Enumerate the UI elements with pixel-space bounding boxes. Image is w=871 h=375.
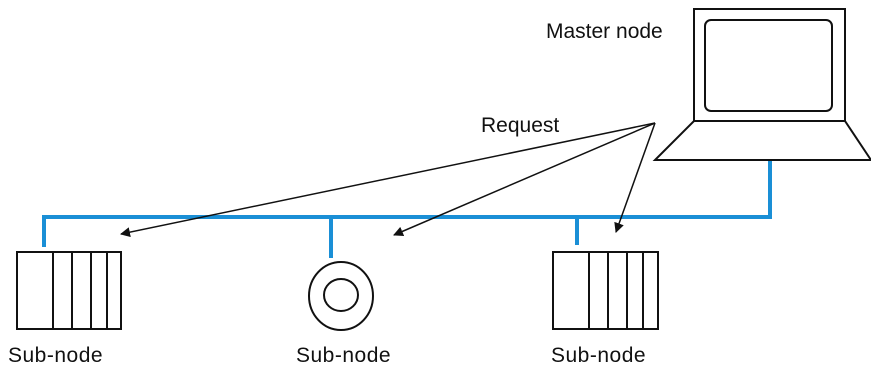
plc-rack-icon	[552, 251, 659, 330]
sub-node-label-2: Sub-node	[296, 344, 392, 367]
disc-device-icon	[308, 261, 374, 331]
laptop-base	[652, 120, 871, 161]
bus-main-line	[42, 160, 772, 247]
request-arrow-sub2	[393, 122, 656, 237]
laptop-icon	[652, 8, 871, 161]
sub-node-label-3: Sub-node	[551, 344, 647, 367]
sub-node-label-1: Sub-node	[8, 344, 104, 367]
request-arrow-sub1	[120, 122, 656, 238]
request-arrow-sub3	[614, 122, 656, 233]
master-node-label: Master node	[546, 20, 663, 43]
request-arrows	[120, 122, 656, 238]
network-bus	[42, 160, 772, 258]
laptop-screen-inner	[704, 19, 833, 112]
plc-rack-icon	[16, 251, 122, 330]
request-label: Request	[481, 114, 560, 137]
